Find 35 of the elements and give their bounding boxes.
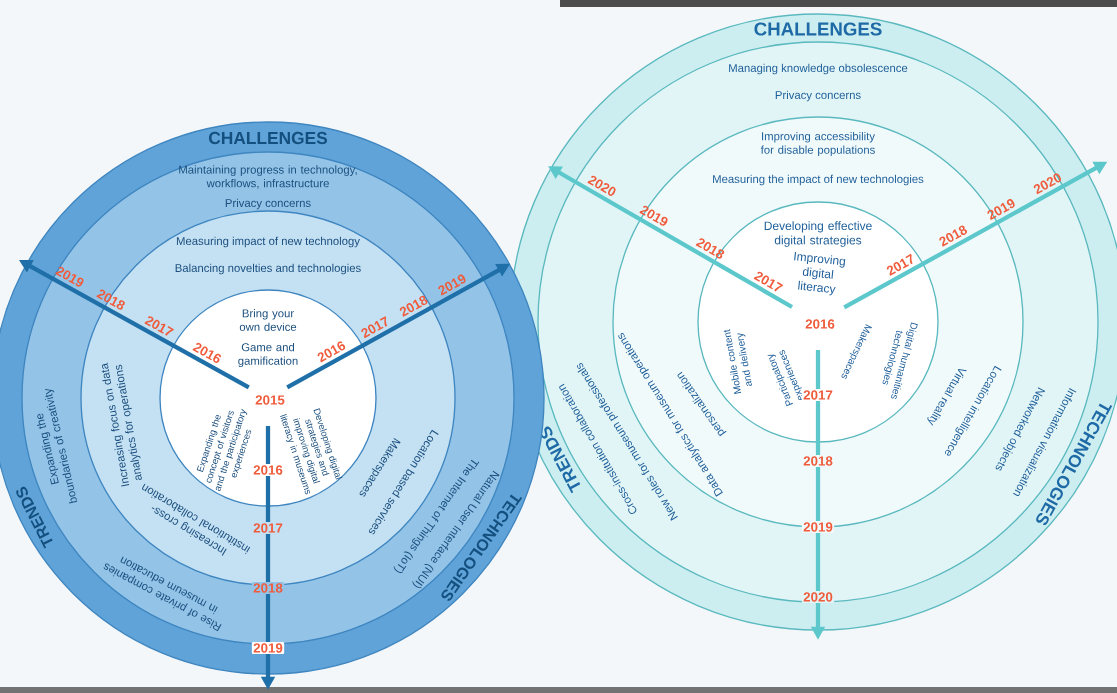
- year-label: 2020: [587, 175, 616, 196]
- ring-label: Maintaining progress in technology, workflows, infrastructure: [179, 165, 357, 189]
- ring-label: Expanding the boundaries of creativity: [37, 389, 78, 504]
- year-label: 2019: [987, 199, 1015, 220]
- ring-label: Improving accessibility for disable populations: [760, 131, 875, 157]
- year-label: 2016: [192, 342, 221, 363]
- year-label: 2015: [255, 395, 285, 405]
- year-label: 2020: [1033, 173, 1062, 195]
- section-heading: CHALLENGES: [754, 22, 882, 36]
- ring-label: Privacy concerns: [225, 198, 311, 210]
- year-label: 2016: [317, 341, 346, 363]
- year-label: 2019: [639, 205, 668, 226]
- year-label: 2019: [55, 266, 84, 287]
- ring-label: Managing knowledge obsolescence: [729, 63, 908, 75]
- ring-label: Increasing focus on data analytics for operations: [101, 362, 142, 487]
- ring-label: Balancing novelties and technologies: [175, 263, 361, 275]
- year-label: 2017: [753, 271, 784, 292]
- ring-label: Mobile content and delivery: [723, 329, 752, 394]
- year-label: 2017: [144, 316, 174, 336]
- ring-label: Privacy concerns: [775, 90, 861, 102]
- year-label: 2019: [438, 274, 466, 296]
- year-label: 2017: [886, 253, 913, 276]
- ring-label: Measuring the impact of new technologies: [713, 174, 924, 186]
- year-label: 2016: [805, 319, 835, 329]
- ring-label: Improving digital literacy: [794, 251, 846, 296]
- year-label: 2018: [96, 289, 125, 310]
- year-label: 2018: [695, 238, 725, 259]
- ring-label: Game and gamification: [238, 342, 298, 368]
- year-label: 2017: [361, 316, 388, 339]
- ring-label: Bring your own device: [239, 309, 297, 331]
- section-heading: CHALLENGES: [209, 131, 328, 145]
- year-label: 2018: [939, 225, 968, 247]
- ring-label: Measuring impact of new technology: [176, 236, 360, 248]
- ring-label: Developing effective digital strategies: [764, 221, 872, 247]
- year-label: 2018: [399, 295, 428, 317]
